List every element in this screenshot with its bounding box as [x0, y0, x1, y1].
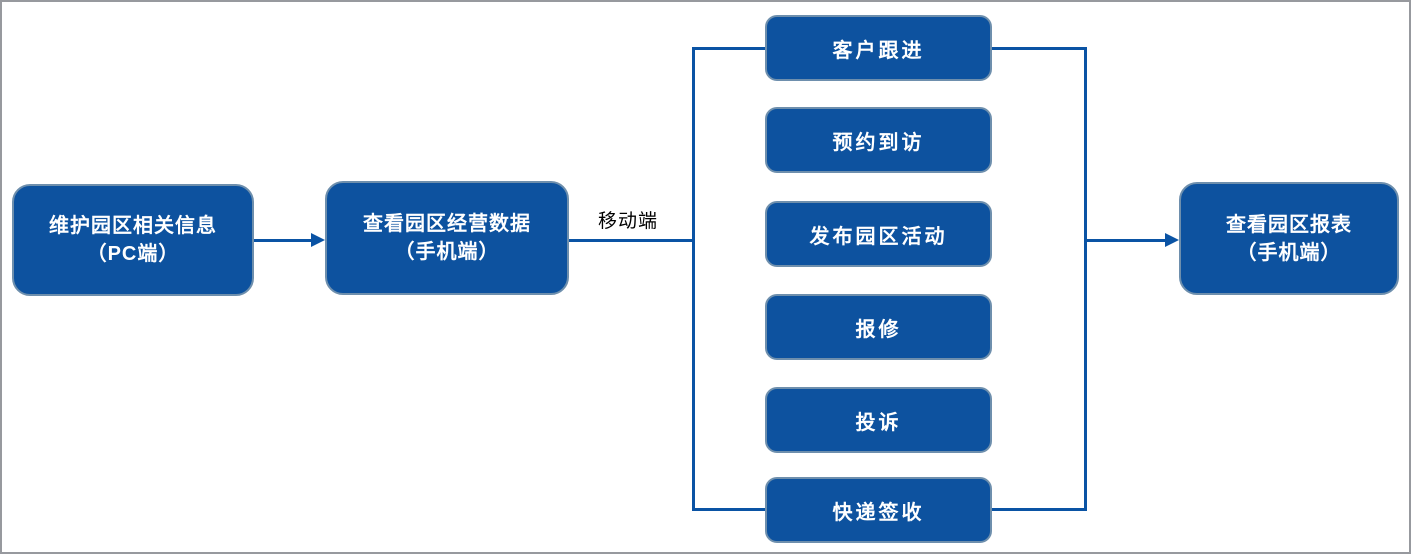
flow-item-parcel-sign-off: 快递签收 [765, 477, 992, 543]
flow-item-publish-park-activity: 发布园区活动 [765, 201, 992, 267]
node-label-line: 投诉 [855, 411, 902, 434]
node-label-line: （PC端） [86, 243, 180, 265]
flow-item-repair-request: 报修 [765, 294, 992, 360]
flow-item-complaint: 投诉 [765, 387, 992, 453]
node-label-line: 报修 [855, 318, 902, 341]
node-label-line: （手机端） [1236, 241, 1342, 264]
node-maintain-park-info: 维护园区相关信息 （PC端） [12, 184, 254, 296]
node-label-line: 预约到访 [832, 131, 925, 154]
node-label-line: 客户跟进 [832, 39, 925, 62]
connector-bracket-to-reports [1084, 239, 1166, 242]
node-label-line: （手机端） [394, 241, 500, 263]
node-label-line: 快递签收 [832, 501, 925, 524]
bracket-top-right-stub [990, 47, 1087, 50]
flow-item-customer-follow-up: 客户跟进 [765, 15, 992, 81]
arrowhead [311, 233, 325, 247]
connector-maintain-to-data [254, 239, 311, 242]
node-label-line: 维护园区相关信息 [49, 215, 217, 237]
bracket-right-vertical [1084, 47, 1087, 511]
bracket-left-vertical [692, 47, 695, 511]
node-view-park-reports: 查看园区报表 （手机端） [1179, 182, 1399, 295]
bracket-bottom-left-stub [692, 508, 767, 511]
node-label-line: 发布园区活动 [809, 225, 948, 248]
arrowhead [1165, 233, 1179, 247]
connector-data-to-bracket [569, 239, 695, 242]
bracket-top-left-stub [692, 47, 767, 50]
node-label-line: 查看园区经营数据 [363, 213, 531, 235]
edge-label-mobile: 移动端 [597, 211, 658, 232]
node-label-line: 查看园区报表 [1226, 213, 1352, 236]
bracket-bottom-right-stub [990, 508, 1087, 511]
flow-item-appointment-visit: 预约到访 [765, 107, 992, 173]
node-view-operating-data: 查看园区经营数据 （手机端） [325, 181, 569, 295]
